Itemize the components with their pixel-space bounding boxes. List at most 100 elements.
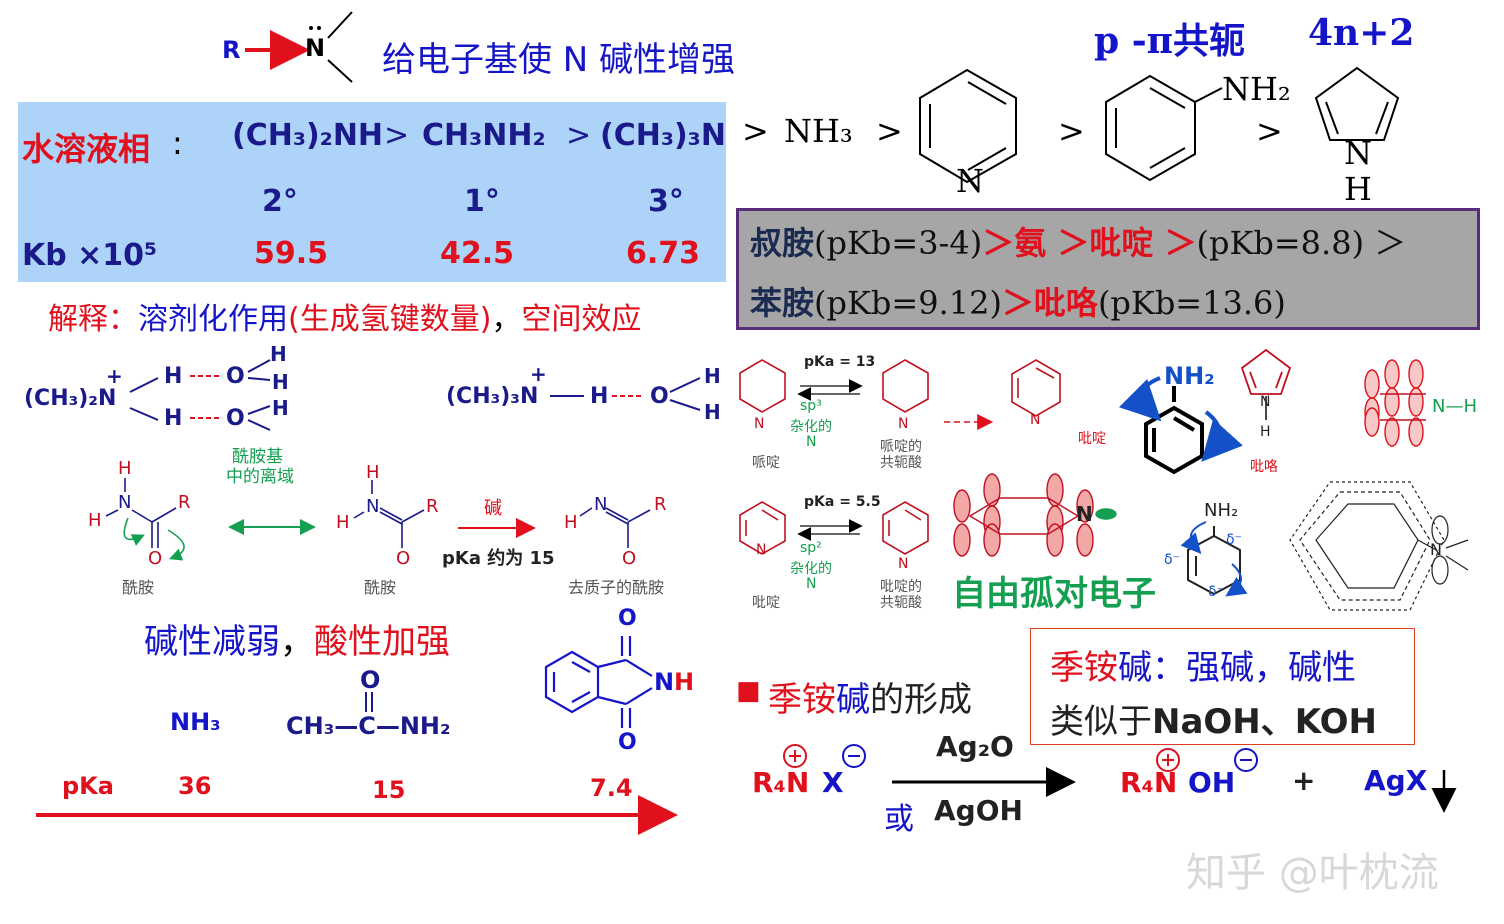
pyrrole-h: H <box>1344 170 1372 208</box>
pyridine-structure <box>919 68 1017 184</box>
amide2-o: O <box>396 548 411 569</box>
h-atom-6: H <box>590 384 609 409</box>
free-lone-pair: 自由孤对电子 <box>952 574 1156 614</box>
h-atom-1: H <box>164 364 183 389</box>
huckel-rule: 4n+2 <box>1308 12 1415 54</box>
reactant-x: X <box>822 766 844 799</box>
reagent-agoh: AgOH <box>934 794 1023 827</box>
pyridine-b-caption: 吡啶 <box>752 595 780 611</box>
pka-axis-label: pKa <box>62 772 114 800</box>
h-atom-3: H <box>270 342 287 366</box>
pip-acid-caption-1: 哌啶的 <box>880 439 922 455</box>
h-atom-2: H <box>164 406 183 431</box>
pyrrole-ring-small <box>1240 348 1292 420</box>
o-atom-3: O <box>650 384 669 409</box>
piperidine-ring <box>739 359 786 413</box>
quat-box-b: 碱：强碱，碱性 <box>1118 648 1356 688</box>
series-gt-b: > <box>876 112 903 150</box>
n-label-2: N <box>806 576 817 592</box>
watermark: 知乎 @叶枕流 <box>1186 850 1439 896</box>
amide-note-2: 中的离域 <box>226 467 294 487</box>
degree-1: 1° <box>464 184 500 219</box>
pyridine-caption: 吡啶 <box>1078 431 1106 447</box>
delta-1: δ⁻ <box>1164 552 1180 568</box>
trimethylammonium-group: (CH₃)₃N <box>446 384 539 409</box>
amide-pka: pKa 约为 15 <box>442 548 555 569</box>
series-gt-c: > <box>1058 112 1085 150</box>
aniline-nh2: NH₂ <box>1222 70 1291 108</box>
pka-13: pKa = 13 <box>804 354 876 370</box>
amide2-n: N <box>366 496 380 517</box>
aniline-bold-ring <box>1144 386 1204 475</box>
piperidine-nh: N <box>754 416 765 432</box>
quat-info-box <box>1030 628 1415 745</box>
orbital-diagram-aniline <box>1364 359 1426 447</box>
gt-symbol-2: > <box>566 118 592 153</box>
amide-h-left: H <box>88 510 102 531</box>
pka-value-3: 7.4 <box>590 774 633 802</box>
n-label: N <box>305 34 326 62</box>
phthalimide-o-bottom: O <box>618 730 637 755</box>
amide-caption-1: 酰胺 <box>122 578 155 597</box>
py-acid-caption-2: 共轭酸 <box>880 595 922 611</box>
acetamide-o: O <box>360 666 381 694</box>
gray-line-2: 苯胺(pKb=9.12)＞吡咯(pKb=13.6) <box>750 278 1286 324</box>
trend-line: 碱性减弱，酸性加强 <box>144 614 450 663</box>
donor-heading: 给电子基使 N 碱性增强 <box>382 40 736 80</box>
plus-marks <box>789 750 1174 766</box>
aniline-res-nh2: NH₂ <box>1204 500 1239 521</box>
pkb-pyridine: (pKb=8.8) ＞ <box>1196 224 1407 262</box>
amide3-r: R <box>654 494 667 515</box>
quat-title-c: 的形成 <box>870 680 972 720</box>
piperidinium-ring <box>882 359 929 413</box>
hbond-drawings <box>129 359 701 431</box>
pyrrole-structure <box>1314 66 1400 141</box>
sp2-label: sp² <box>800 540 822 556</box>
series-ammonia: NH₃ <box>784 112 853 150</box>
basicity-decreases: 碱性减弱 <box>144 622 280 662</box>
pkb-aniline: (pKb=9.12) <box>814 284 1002 322</box>
pyrrole-caption: 吡咯 <box>1250 459 1278 475</box>
series-gt-a: > <box>742 112 769 150</box>
plus-charge-2: + <box>530 362 547 386</box>
plus-charge-1: + <box>106 364 123 388</box>
degree-3: 3° <box>648 184 684 219</box>
pyrrole-n: N <box>1344 134 1372 172</box>
pyridine-small-n: N <box>1030 412 1041 428</box>
pyrrole-small-h: H <box>1260 424 1271 440</box>
basicity-order-panel <box>736 208 1480 330</box>
aniline-structure <box>1105 74 1223 182</box>
explain-solvation: 溶剂化作用 <box>138 302 288 337</box>
pkb-pyrrole: (pKb=13.6) <box>1097 284 1286 322</box>
amide2-h: H <box>366 462 380 483</box>
pyridinium-n: N <box>898 556 909 572</box>
piperidinium-n: N <box>898 416 909 432</box>
explain-hbond-count: (生成氢键数量) <box>288 302 492 337</box>
quat-title-a: 季铵 <box>768 680 836 720</box>
pka-value-2: 15 <box>372 776 406 804</box>
equilibrium-arrows-2 <box>797 519 863 541</box>
pyridine-n: N <box>956 162 984 200</box>
pka-value-1: 36 <box>178 772 212 800</box>
bullet-icon: ■ <box>736 676 761 706</box>
charge-circles <box>783 744 1180 772</box>
degree-2: 2° <box>262 184 298 219</box>
py-acid-caption-1: 吡啶的 <box>880 579 922 595</box>
amide-h-top: H <box>118 458 132 479</box>
orbital-diagram-pyridine <box>953 473 1117 557</box>
quat-box-a: 季铵 <box>1050 648 1118 688</box>
kb-value-3: 6.73 <box>626 236 701 271</box>
orbital-pyridine-n: N <box>1076 502 1093 526</box>
r-label: R <box>222 36 241 64</box>
aqueous-colon: : <box>172 124 183 162</box>
gray-line-1: 叔胺(pKb=3-4)＞氨 ＞吡啶 ＞(pKb=8.8) ＞ <box>750 218 1406 264</box>
trend-comma: ， <box>280 622 314 662</box>
pyrrole-small-n: N <box>1260 394 1271 410</box>
hybrid-label-1: 杂化的 <box>790 419 832 435</box>
acidity-increases: 酸性加强 <box>314 622 450 662</box>
orbital-n: N <box>1432 396 1446 417</box>
phthalimide-n: N <box>654 668 675 696</box>
base-label: 碱 <box>484 498 502 519</box>
series-gt-d: > <box>1256 112 1283 150</box>
aniline-label: 苯胺 <box>750 284 815 322</box>
